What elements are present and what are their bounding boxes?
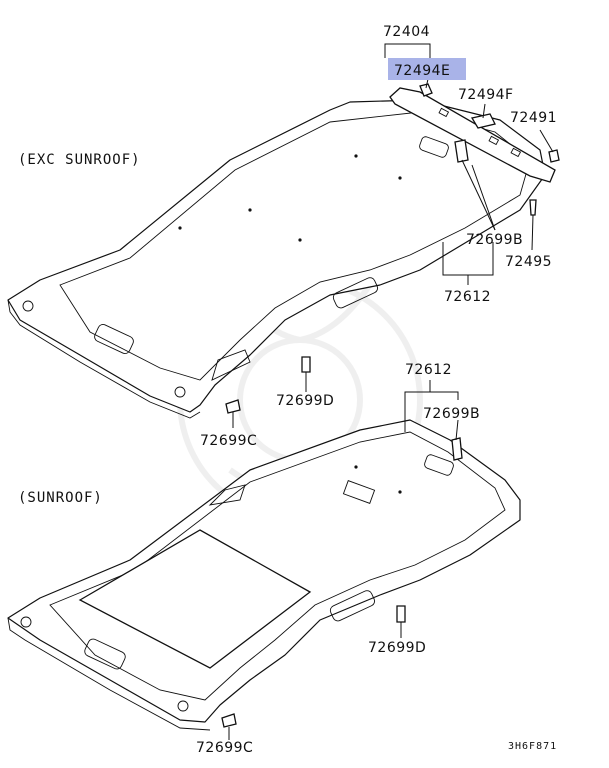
headlining-exc-sunroof xyxy=(7,99,546,419)
clip-72699d-top-shape xyxy=(301,356,311,373)
part-72612-top[interactable]: 72612 xyxy=(444,289,491,305)
part-72491[interactable]: 72491 xyxy=(510,110,557,126)
screw-72491-shape xyxy=(548,149,560,163)
headlining-sunroof xyxy=(7,419,521,731)
leader-lines-upper xyxy=(232,43,554,428)
retainer-strip-72404 xyxy=(389,87,556,183)
part-72494f[interactable]: 72494F xyxy=(458,87,514,103)
part-72699c-top[interactable]: 72699C xyxy=(200,433,257,449)
part-72699c-bottom[interactable]: 72699C xyxy=(196,740,253,756)
part-72699b-bottom[interactable]: 72699B xyxy=(423,406,480,422)
diagram-code: 3H6F871 xyxy=(508,741,557,752)
clip-72699d-bottom-shape xyxy=(396,605,406,623)
highlight-72494e xyxy=(388,58,466,80)
part-72699d-bottom[interactable]: 72699D xyxy=(368,640,426,656)
part-72495[interactable]: 72495 xyxy=(505,254,552,270)
label-sunroof: (SUNROOF) xyxy=(18,490,103,506)
part-72404[interactable]: 72404 xyxy=(383,24,430,40)
clip-72699b-bottom-shape xyxy=(451,437,463,461)
clip-72699c-top-shape xyxy=(225,399,241,414)
clip-72699b-top-shape xyxy=(454,139,469,163)
clip-72699c-bottom-shape xyxy=(221,713,237,728)
part-72612-bottom[interactable]: 72612 xyxy=(405,362,452,378)
clip-72494f-shape xyxy=(470,113,496,129)
leader-lines-lower xyxy=(228,380,459,740)
screw-72495-shape xyxy=(529,199,537,216)
label-exc-sunroof: (EXC SUNROOF) xyxy=(18,152,141,168)
part-72494e[interactable]: 72494E xyxy=(394,63,450,79)
part-72699b-top[interactable]: 72699B xyxy=(466,232,523,248)
clip-72494e-shape xyxy=(419,83,433,97)
part-72699d-top[interactable]: 72699D xyxy=(276,393,334,409)
